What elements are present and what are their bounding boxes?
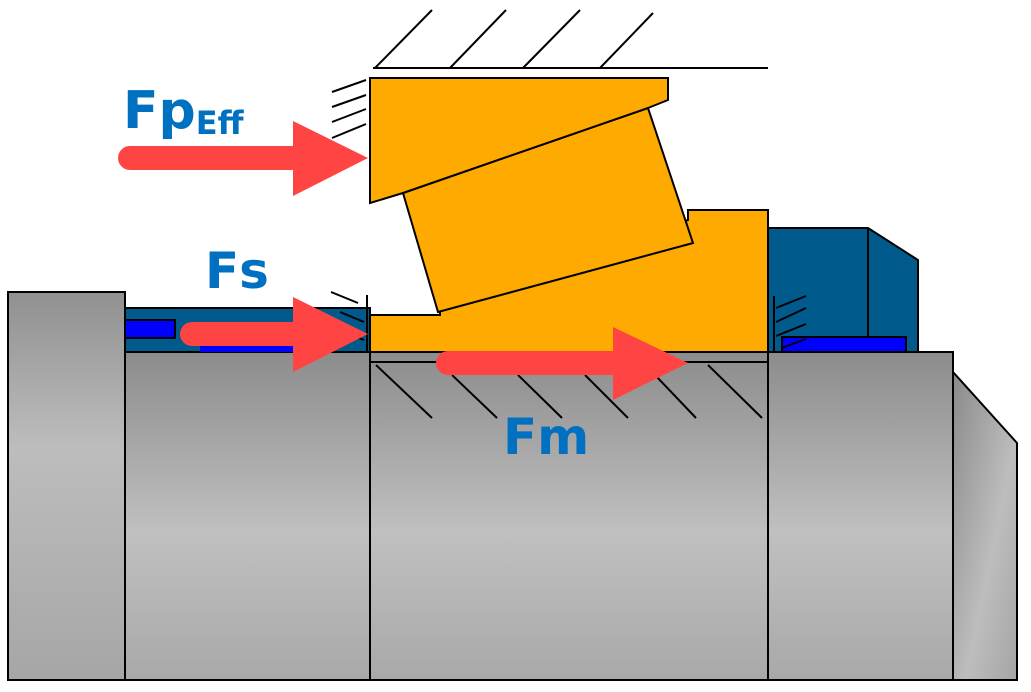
right-insert	[781, 336, 907, 353]
shaft-left-collar	[7, 291, 126, 681]
stationary-seat-ring	[369, 77, 669, 205]
right-housing	[767, 227, 919, 353]
shaft-chamfer	[952, 369, 1018, 681]
fixed-wall	[331, 9, 768, 139]
force-arrow-fs	[180, 297, 368, 372]
shaft-section-right	[767, 351, 954, 681]
label-fp-eff-main: Fp	[123, 81, 196, 141]
shaft-hatch	[375, 364, 763, 419]
left-insert-upper	[124, 319, 176, 339]
force-arrow-fp-eff	[118, 121, 368, 196]
label-fm: Fm	[503, 408, 589, 466]
left-insert-lower	[200, 344, 293, 352]
shaft-section-left	[124, 351, 371, 681]
label-fs: Fs	[205, 242, 269, 300]
shaft-section-middle	[369, 351, 769, 681]
force-arrow-fm	[436, 327, 688, 400]
label-fp-eff: FpEff	[123, 81, 245, 142]
right-spring-hatch	[773, 295, 807, 352]
label-fp-eff-sub: Eff	[196, 104, 245, 142]
